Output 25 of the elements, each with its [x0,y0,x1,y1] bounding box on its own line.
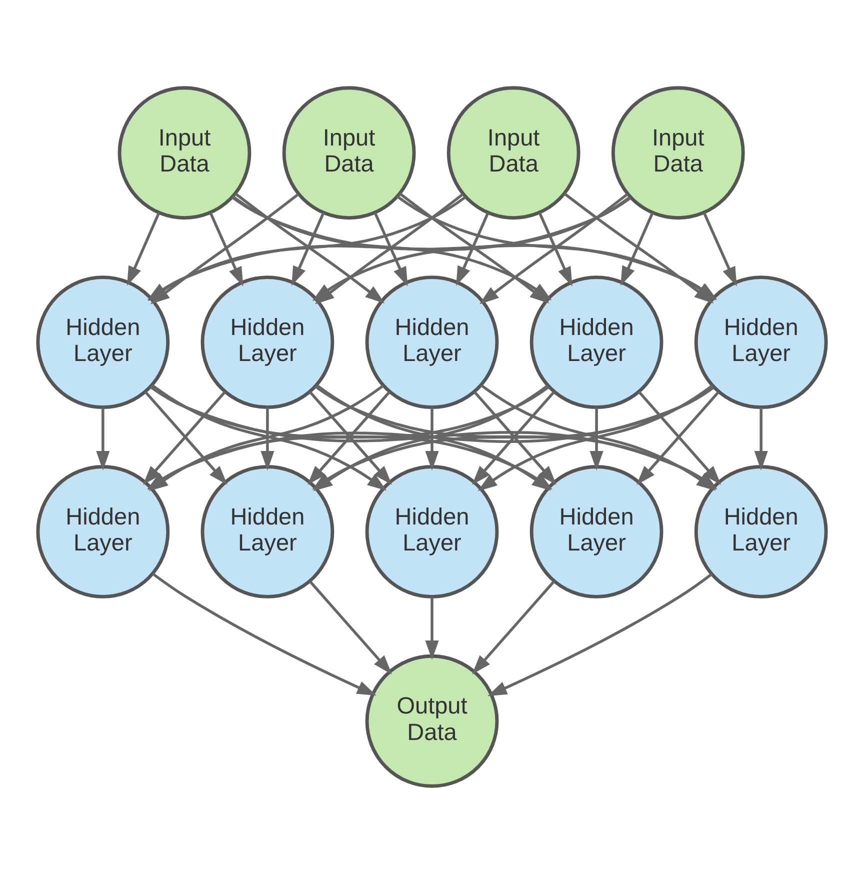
node-circle: Input Data [118,86,252,220]
arrow [308,580,392,674]
arrow [292,212,325,286]
arrow [488,572,713,696]
arrow [456,212,490,286]
arrow [96,406,110,470]
arrow [538,212,572,286]
arrow [563,192,714,303]
node-circle: Input Data [446,86,580,220]
arrow [425,406,439,470]
arrow [260,406,274,470]
arrow [209,212,244,286]
arrow [127,212,160,286]
arrow [398,192,550,303]
arrow [754,406,768,470]
arrow [374,212,408,286]
arrow [620,212,654,286]
arrow [702,212,737,286]
node-circle: Input Data [282,86,416,220]
arrow [590,406,604,470]
arrow [425,596,439,660]
node-circle: Input Data [611,86,745,220]
arrow [479,192,628,304]
arrow [152,572,376,696]
arrow [472,580,556,674]
